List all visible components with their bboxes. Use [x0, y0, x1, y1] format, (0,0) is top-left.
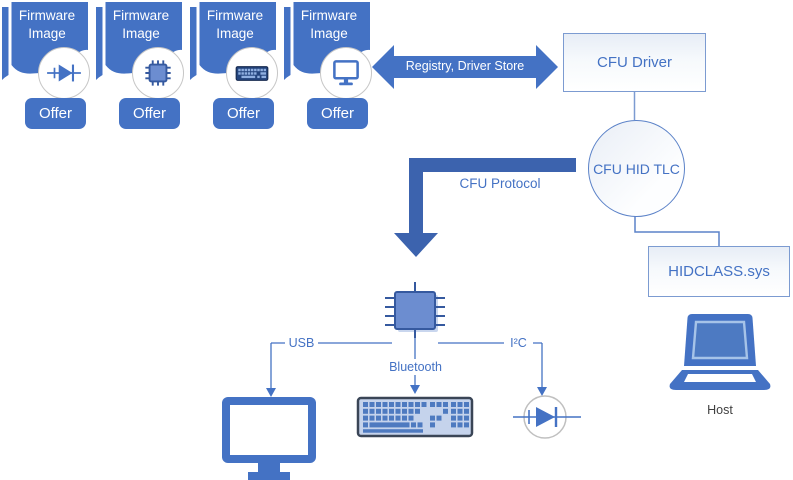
firmware-banner-group-4: Firmware Image Offer	[284, 2, 372, 134]
bus-arrowheads	[266, 385, 547, 397]
offer-button: Offer	[307, 98, 368, 129]
i2c-diode-icon	[513, 395, 581, 439]
usb-monitor-icon	[222, 397, 316, 480]
cfu-protocol-arrow	[394, 158, 576, 257]
device-icon-circle	[320, 47, 372, 99]
device-icon-circle	[226, 47, 278, 99]
keyboard-icon	[235, 66, 269, 81]
monitor-icon	[333, 60, 359, 86]
firmware-banner-group-2: Firmware Image Offer	[96, 2, 184, 134]
offer-button: Offer	[213, 98, 274, 129]
bluetooth-label: Bluetooth	[385, 359, 446, 375]
banner-title: Firmware Image	[112, 8, 170, 41]
registry-driver-store-label: Registry, Driver Store	[405, 59, 525, 73]
host-label: Host	[707, 403, 733, 417]
offer-button: Offer	[25, 98, 86, 129]
i2c-label: I²C	[504, 335, 533, 351]
tlc-to-hidclass-connector	[634, 216, 720, 246]
host-laptop-icon	[669, 314, 771, 390]
chip-icon	[145, 60, 171, 86]
firmware-banner-group-1: Firmware Image Offer	[2, 2, 90, 134]
diode-icon	[47, 64, 81, 82]
offer-button: Offer	[119, 98, 180, 129]
usb-label: USB	[285, 335, 318, 351]
cfu-protocol-label: CFU Protocol	[459, 176, 541, 191]
cfu-hid-tlc-circle: CFU HID TLC	[588, 120, 685, 217]
firmware-banner-group-3: Firmware Image Offer	[190, 2, 278, 134]
hidclass-box: HIDCLASS.sys	[648, 246, 790, 297]
registry-driver-store-arrow	[372, 45, 558, 89]
device-icon-circle	[38, 47, 90, 99]
cfu-hid-tlc-label: CFU HID TLC	[593, 160, 680, 177]
bluetooth-keyboard-icon	[356, 396, 474, 438]
cfu-driver-label: CFU Driver	[597, 54, 672, 71]
banner-title: Firmware Image	[18, 8, 76, 41]
hidclass-label: HIDCLASS.sys	[668, 263, 770, 280]
cfu-driver-box: CFU Driver	[563, 33, 706, 92]
banner-title: Firmware Image	[300, 8, 358, 41]
device-icon-circle	[132, 47, 184, 99]
banner-title: Firmware Image	[206, 8, 264, 41]
embedded-chip-icon	[385, 282, 445, 338]
